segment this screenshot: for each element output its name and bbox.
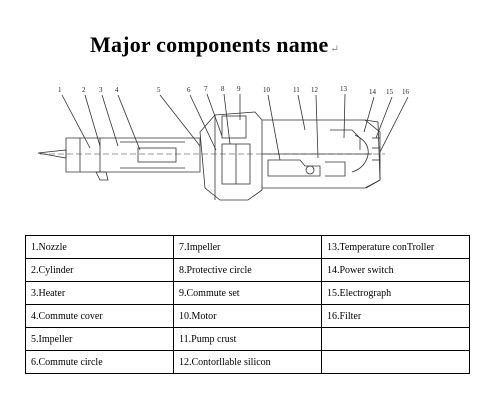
table-cell: 13.Temperature conTroller (321, 235, 470, 259)
table-cell: 4.Commute cover (25, 304, 174, 328)
label-13: 13 (340, 85, 348, 93)
label-8: 8 (221, 85, 225, 93)
label-9: 9 (237, 85, 241, 93)
rear-body (262, 119, 381, 189)
label-11: 11 (293, 86, 300, 94)
table-cell: 14.Power switch (321, 258, 470, 282)
table-cell: 7.Impeller (173, 235, 322, 259)
table-row: 3.Heater 9.Commute set 15.Electrograph (25, 281, 470, 305)
table-row: 5.Impeller 11.Pump crust (25, 327, 470, 351)
cylinder-body (65, 137, 201, 173)
paragraph-mark-icon: ↵ (330, 44, 340, 55)
table-cell: 10.Motor (173, 304, 322, 328)
page-title: Major components name↵ (90, 32, 339, 58)
label-16: 16 (402, 88, 410, 96)
rear-cap (364, 119, 381, 189)
nozzle-clip (95, 171, 109, 181)
table-cell: 2.Cylinder (25, 258, 174, 282)
table-row: 1.Nozzle 7.Impeller 13.Temperature conTr… (25, 235, 470, 259)
label-14: 14 (369, 88, 377, 96)
label-6: 6 (187, 86, 191, 94)
table-cell: 8.Protective circle (173, 258, 322, 282)
table-row: 4.Commute cover 10.Motor 16.Filter (25, 304, 470, 328)
table-cell: 6.Commute circle (25, 350, 174, 374)
table-cell: 16.Filter (321, 304, 470, 328)
title-text: Major components name (90, 32, 329, 57)
table-cell (321, 350, 470, 374)
label-12: 12 (311, 86, 319, 94)
label-3: 3 (99, 86, 103, 94)
label-5: 5 (157, 86, 161, 94)
label-1: 1 (58, 86, 62, 94)
table-cell: 1.Nozzle (25, 235, 174, 259)
table-cell: 9.Commute set (173, 281, 322, 305)
table-cell: 15.Electrograph (321, 281, 470, 305)
table-cell: 3.Heater (25, 281, 174, 305)
label-10: 10 (263, 86, 271, 94)
table-cell: 12.Contorllable silicon (173, 350, 322, 374)
table-row: 2.Cylinder 8.Protective circle 14.Power … (25, 258, 470, 282)
label-4: 4 (115, 86, 119, 94)
center-housing (199, 111, 263, 201)
components-table: 1.Nozzle 7.Impeller 13.Temperature conTr… (25, 235, 470, 374)
label-7: 7 (204, 85, 208, 93)
label-15: 15 (386, 88, 394, 96)
table-cell: 5.Impeller (25, 327, 174, 351)
table-row: 6.Commute circle 12.Contorllable silicon (25, 350, 470, 374)
components-diagram: 1 2 3 4 5 6 7 8 9 10 11 12 13 14 15 16 (37, 85, 410, 201)
table-cell (321, 327, 470, 351)
table-cell: 11.Pump crust (173, 327, 322, 351)
label-2: 2 (82, 86, 86, 94)
